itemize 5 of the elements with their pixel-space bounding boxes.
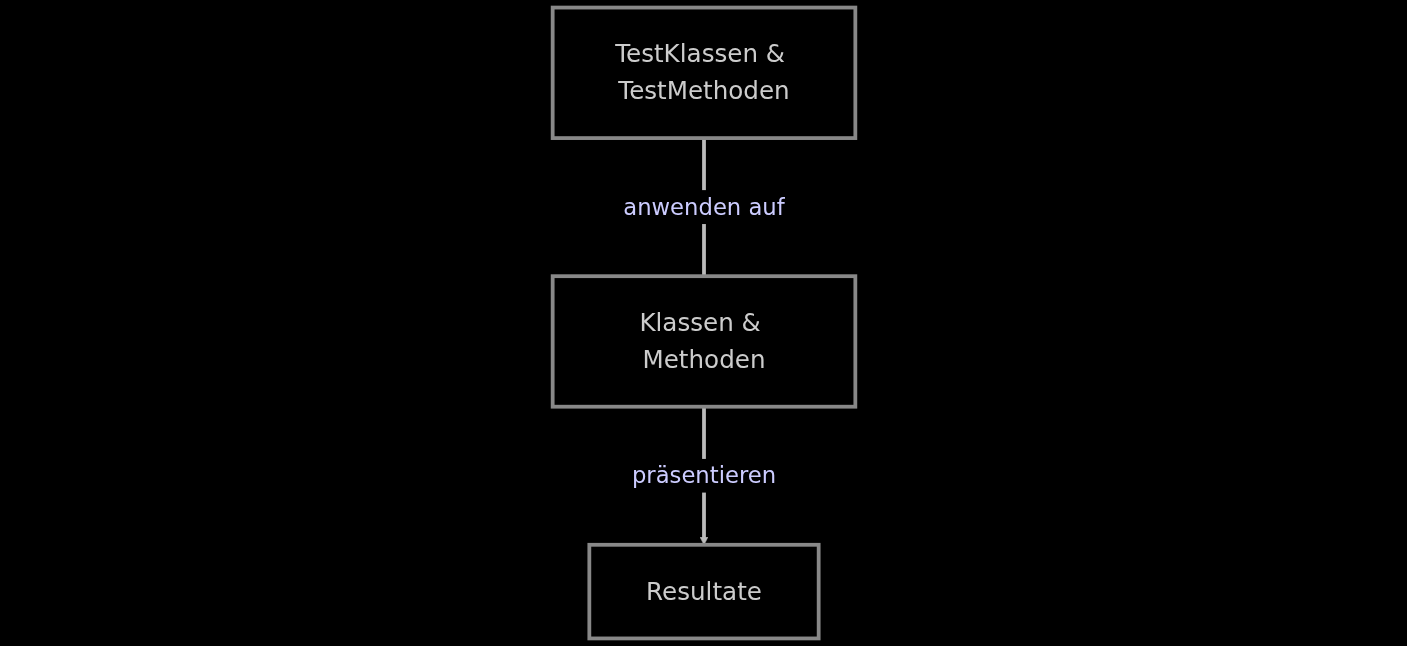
edge-label: anwenden auf: [622, 190, 785, 225]
node-text: Klassen & Methoden: [637, 307, 766, 376]
node-text: TestKlassen & TestMethoden: [613, 38, 791, 107]
node-text: Resultate: [645, 575, 762, 608]
edge-label: präsentieren: [631, 458, 776, 493]
